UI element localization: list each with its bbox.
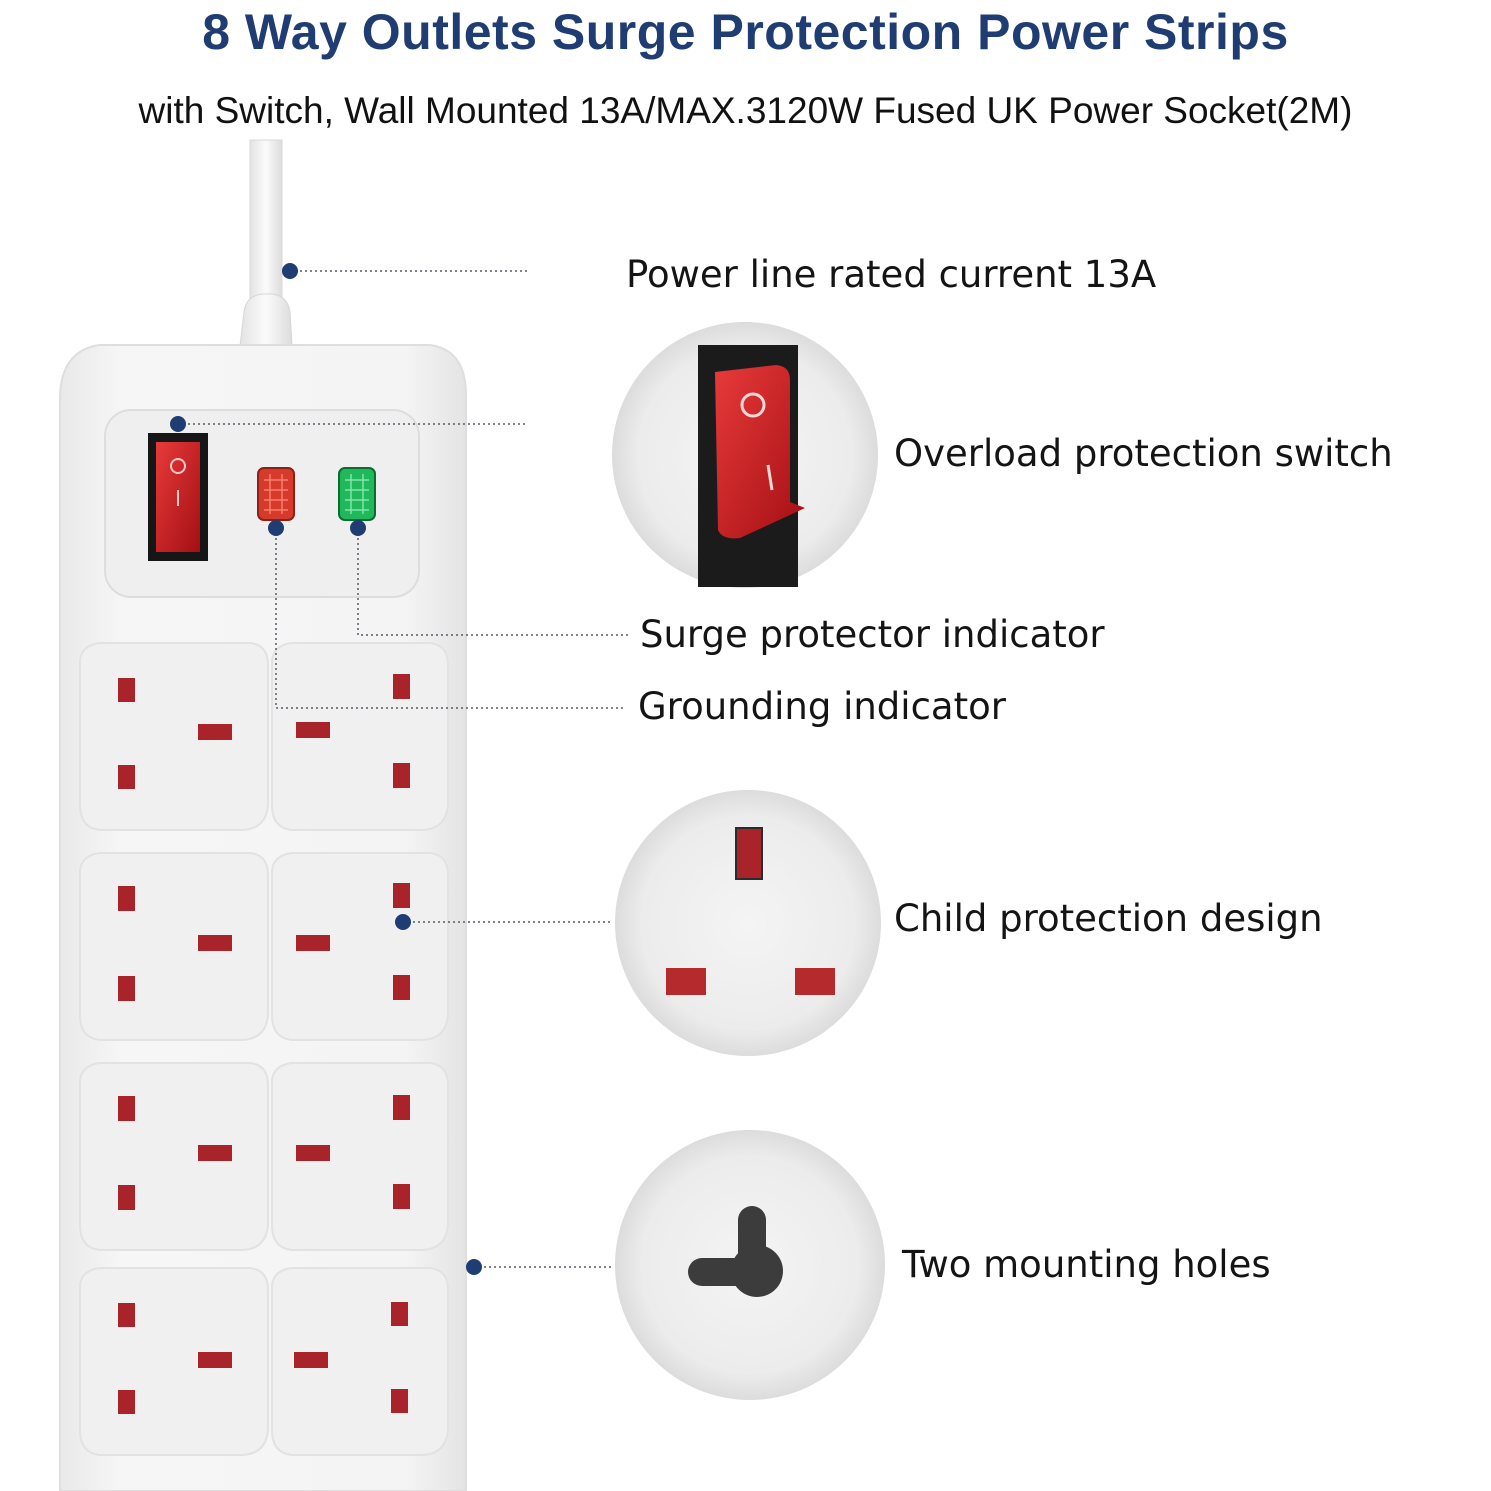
callout-dot (170, 416, 186, 432)
label-overload-switch: Overload protection switch (894, 432, 1393, 475)
callout-dots (170, 263, 482, 1275)
socket-outlet (79, 642, 269, 831)
callout-dot (395, 914, 411, 930)
callout-dot (350, 520, 366, 536)
grounding-indicator-light (257, 467, 295, 521)
socket-outlet (271, 852, 449, 1041)
socket-outlet (79, 852, 269, 1041)
power-cable (239, 139, 293, 347)
label-mounting-holes: Two mounting holes (902, 1243, 1271, 1286)
callout-dot (282, 263, 298, 279)
label-surge-indicator: Surge protector indicator (640, 613, 1105, 656)
label-power-line: Power line rated current 13A (626, 253, 1157, 296)
socket-closeup (615, 790, 881, 1056)
strip-power-switch (148, 433, 208, 561)
callout-dot (466, 1259, 482, 1275)
mounting-hole-closeup (615, 1130, 885, 1400)
surge-indicator-light (338, 467, 376, 521)
socket-outlet (271, 642, 449, 831)
socket-outlet (271, 1062, 449, 1251)
page-subtitle: with Switch, Wall Mounted 13A/MAX.3120W … (138, 90, 1353, 131)
label-grounding-indicator: Grounding indicator (638, 685, 1006, 728)
switch-closeup (612, 322, 878, 588)
callout-lines (178, 270, 628, 1268)
socket-outlet (79, 1267, 269, 1456)
socket-outlets (79, 642, 449, 1456)
socket-outlet (271, 1267, 449, 1456)
label-child-protection: Child protection design (894, 897, 1323, 940)
page-title: 8 Way Outlets Surge Protection Power Str… (202, 4, 1289, 60)
callout-dot (268, 520, 284, 536)
socket-outlet (79, 1062, 269, 1251)
